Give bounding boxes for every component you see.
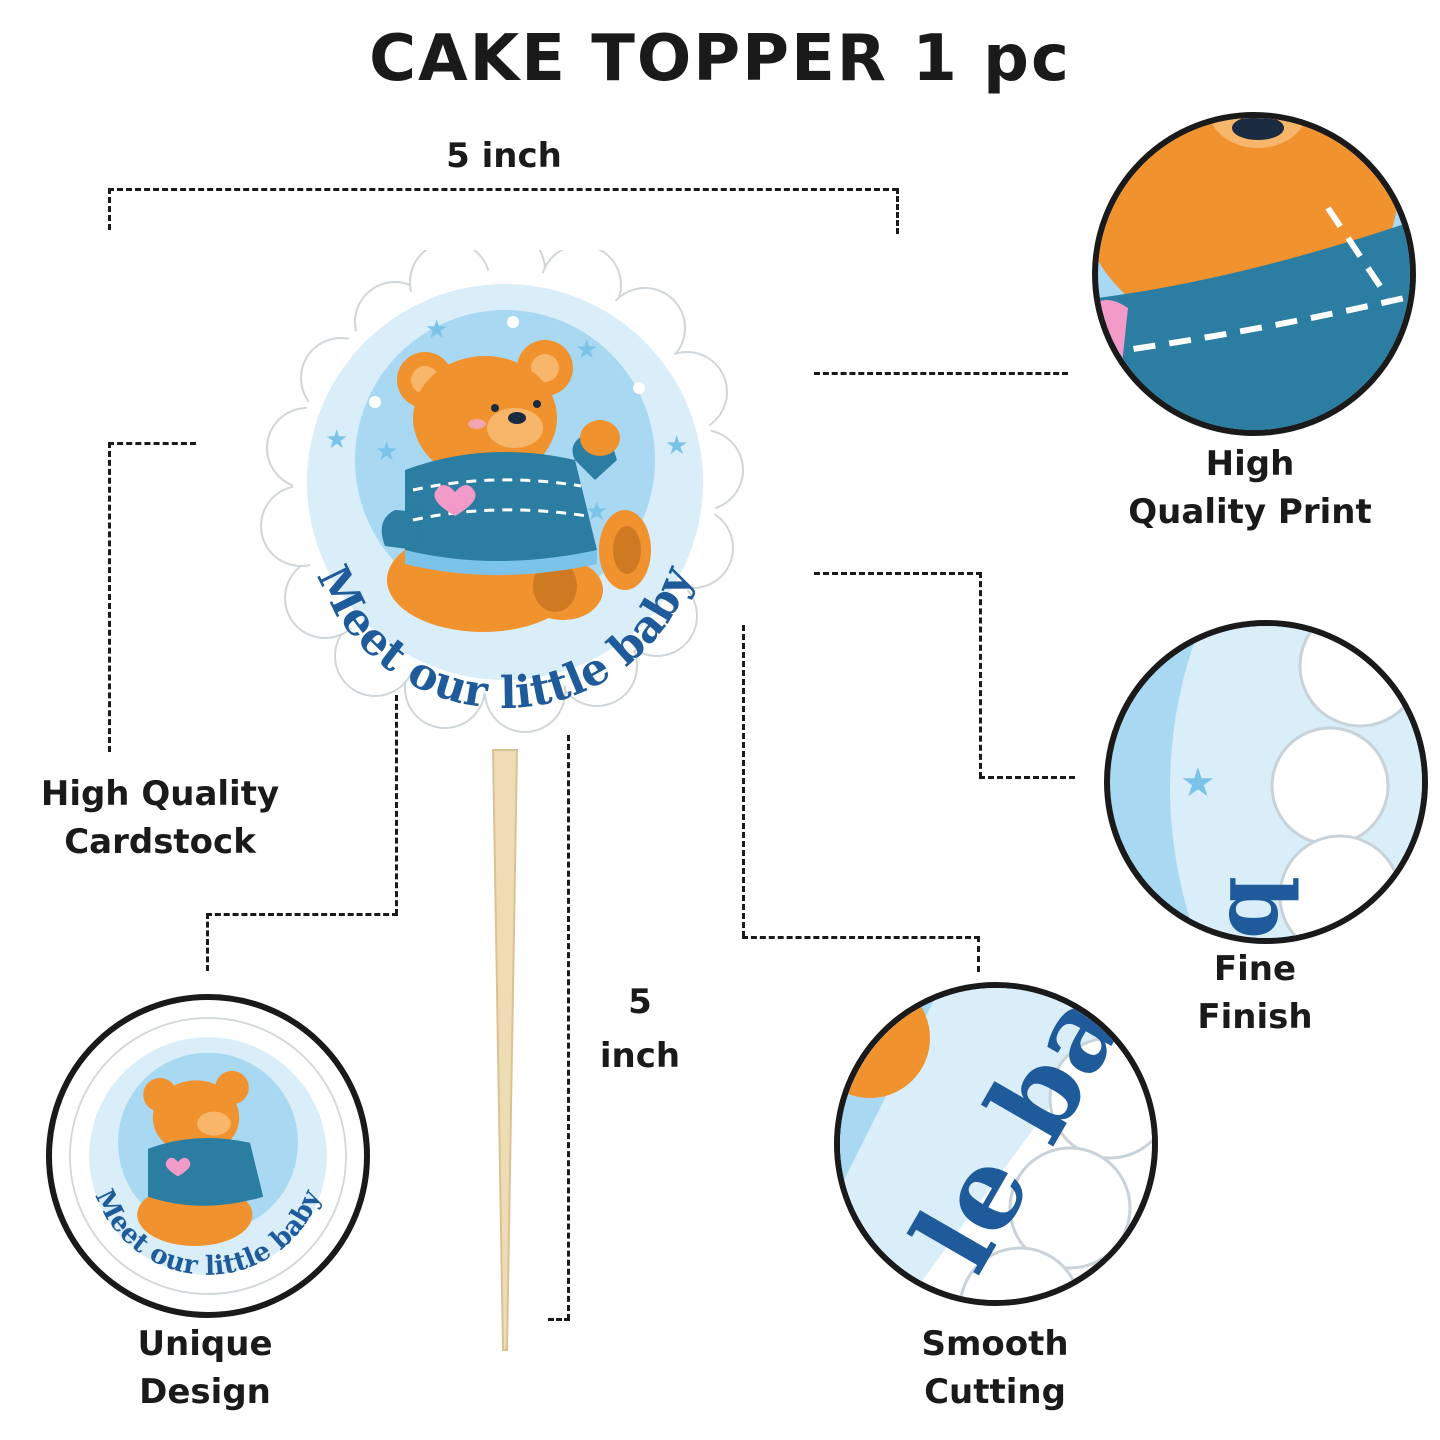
feature-print-line1: High (1205, 444, 1295, 484)
width-label: 5 inch (446, 136, 562, 176)
wooden-stick (491, 749, 519, 1351)
page-title: CAKE TOPPER 1 pc (369, 22, 1071, 96)
feature-finish-line2: Finish (1197, 997, 1313, 1037)
svg-text:★: ★ (425, 315, 448, 345)
height-label-unit: inch (599, 1036, 681, 1076)
feature-design-line2: Design (139, 1372, 271, 1412)
svg-text:★: ★ (665, 431, 688, 461)
feature-cardstock-line2: Cardstock (64, 822, 256, 862)
svg-text:★: ★ (1180, 760, 1216, 806)
svg-text:★: ★ (575, 335, 598, 365)
feature-finish-line1: Fine (1213, 949, 1297, 989)
feature-design-line1: Unique (137, 1324, 273, 1364)
svg-text:by: by (1208, 876, 1314, 944)
zoom-design-detail: Meet our little baby (46, 994, 370, 1318)
feature-cutting-line2: Cutting (924, 1372, 1066, 1412)
feature-cutting-line1: Smooth (921, 1324, 1069, 1364)
svg-text:★: ★ (375, 437, 398, 467)
height-label-number: 5 (628, 982, 652, 1022)
width-dimension-line (108, 188, 898, 191)
feature-print-line2: Quality Print (1128, 492, 1372, 532)
zoom-cutting-detail: le ba (834, 982, 1158, 1306)
svg-text:★: ★ (585, 497, 608, 527)
zoom-finish-detail: ★ by (1104, 620, 1428, 944)
zoom-print-detail (1092, 112, 1416, 436)
height-dimension-line (567, 735, 570, 1320)
cake-topper-illustration: ★★★ ★★★ Meet our little baby (260, 250, 744, 1351)
feature-cardstock-line1: High Quality (40, 774, 280, 814)
teddy-bear-icon (381, 340, 651, 632)
svg-text:★: ★ (325, 425, 348, 455)
